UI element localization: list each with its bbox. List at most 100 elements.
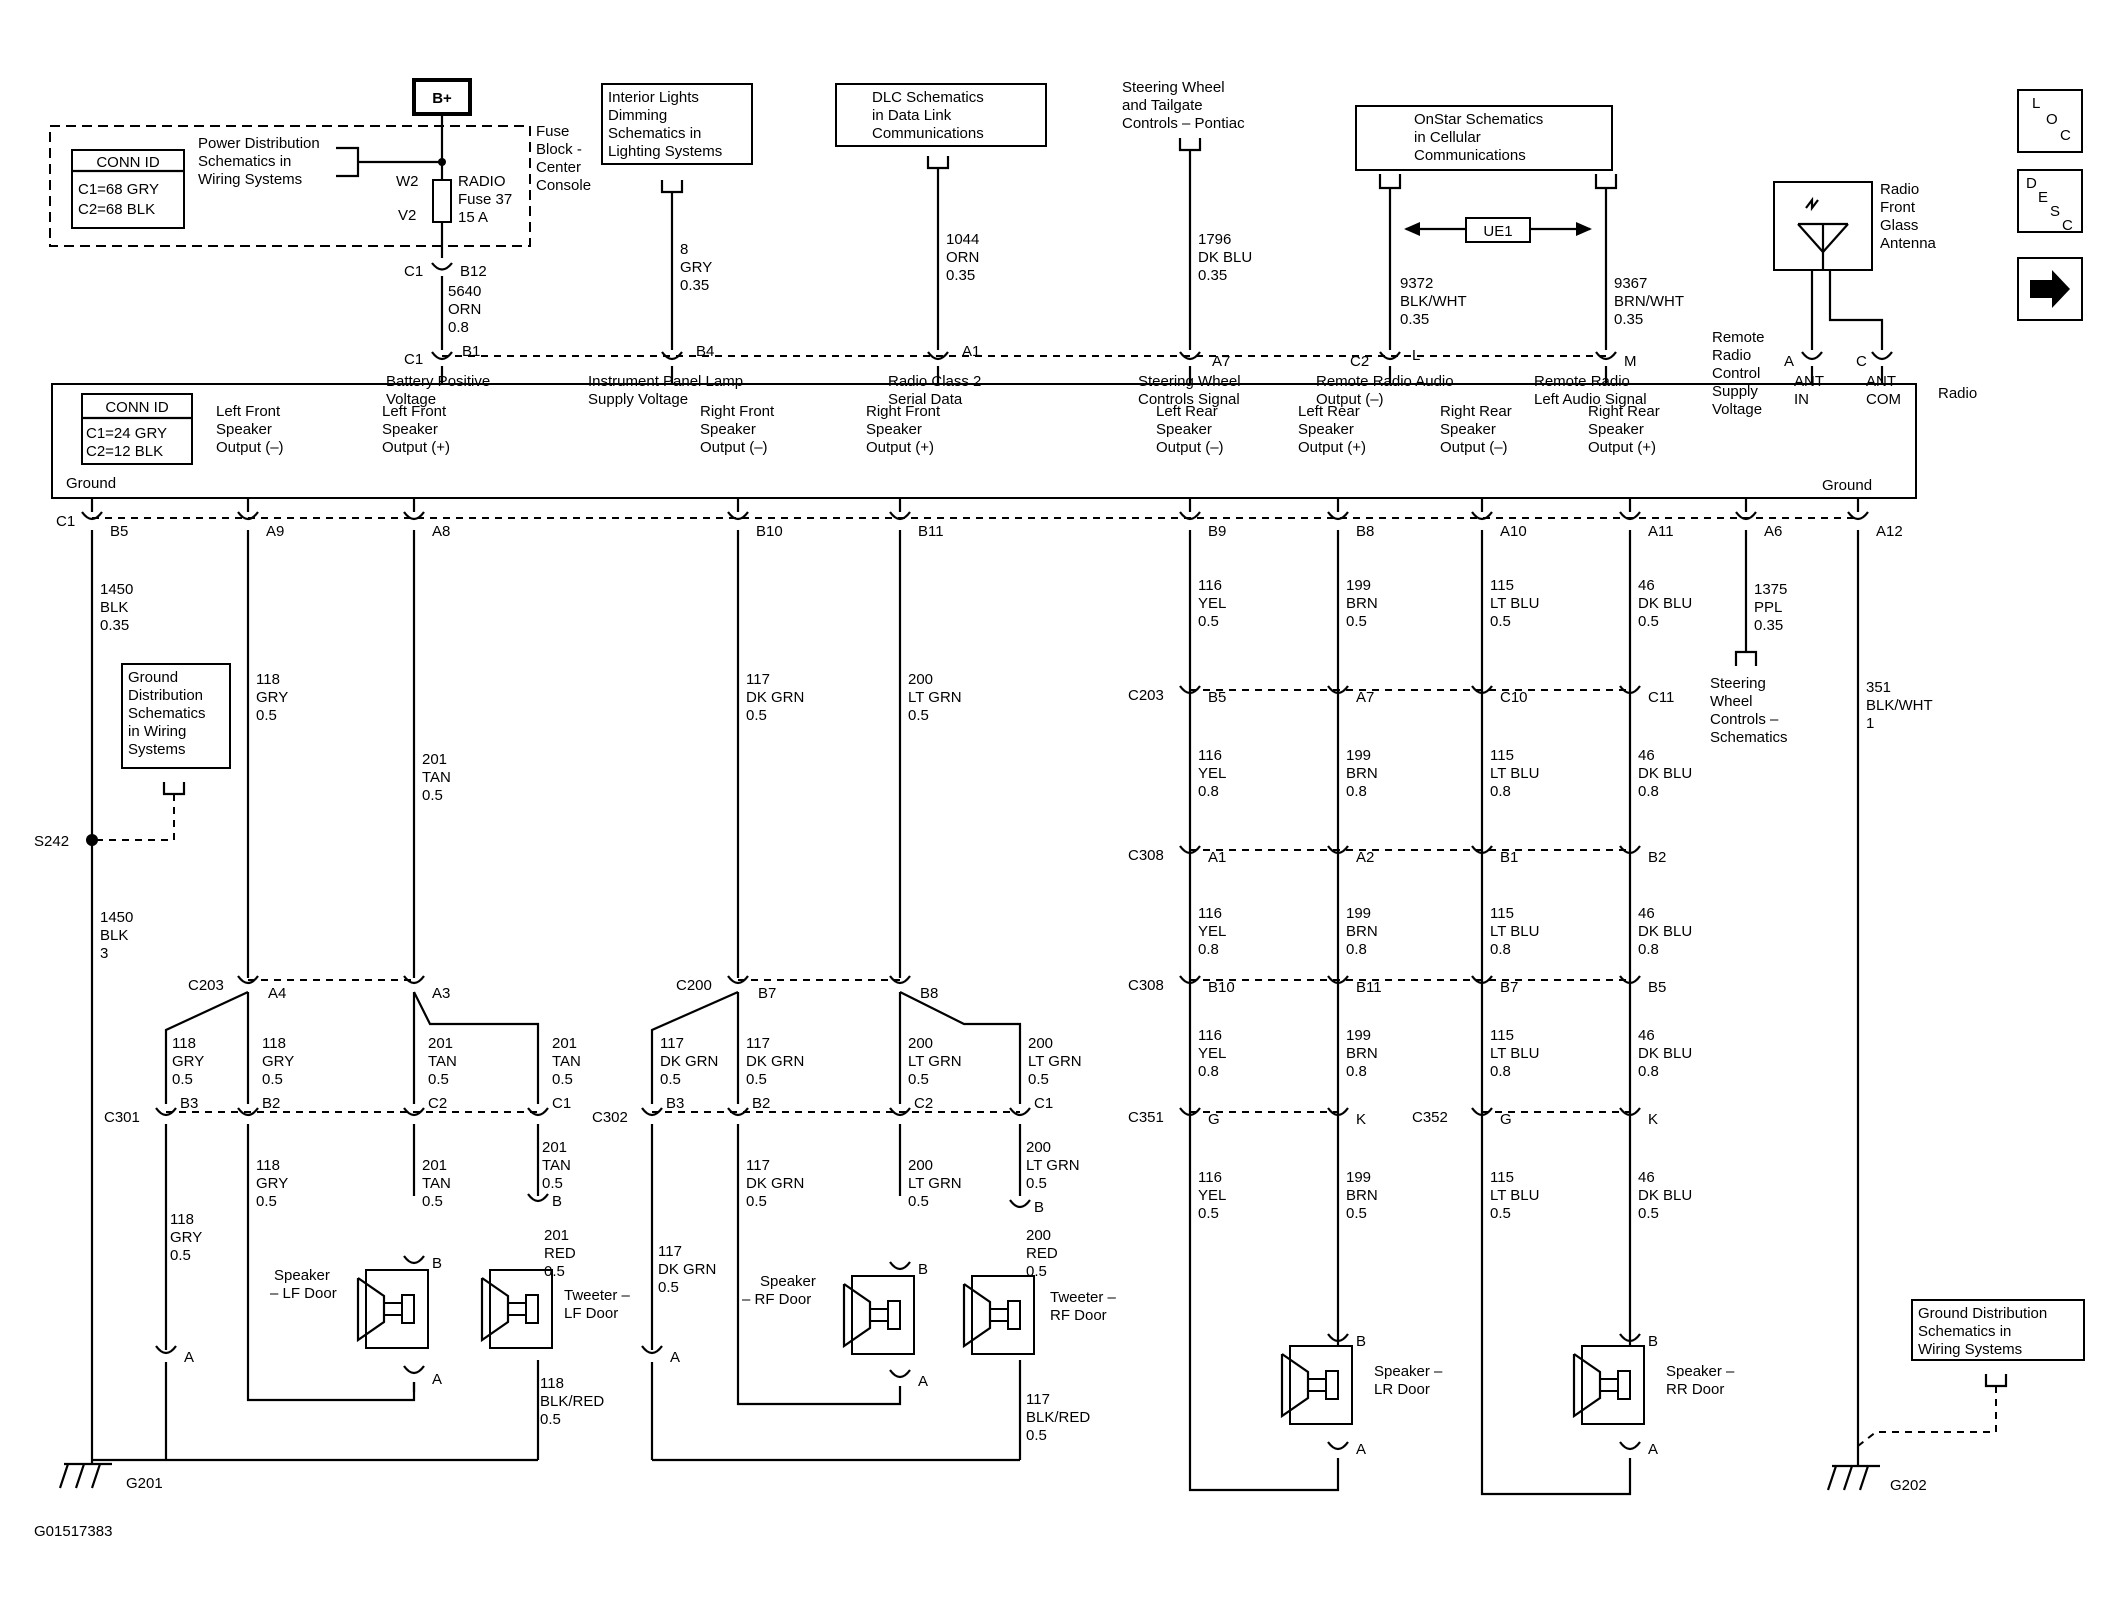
onstar-bracket-left xyxy=(1378,174,1402,190)
rear-wire-label-2-w1-2: LT BLU xyxy=(1490,595,1539,612)
fuse-block-3: Center xyxy=(536,159,581,176)
top-connector-5 xyxy=(1595,351,1617,361)
rf-minus-label-2: DK GRN xyxy=(746,689,804,706)
c301-connector-3 xyxy=(527,1107,549,1117)
rf-plus-branch xyxy=(899,991,1022,1104)
rf-low-label-2-1: 200 xyxy=(908,1157,933,1174)
rr-return-path xyxy=(1480,1346,1632,1496)
bottom-pin-3: B10 xyxy=(756,523,783,540)
steering-wire-1: 1796 xyxy=(1198,231,1231,248)
dlc-ref-1: DLC Schematics xyxy=(872,89,984,106)
speaker-lf-label-2: – LF Door xyxy=(270,1285,337,1302)
rf-low-label-2-2: LT GRN xyxy=(908,1175,962,1192)
front-ground-connector-0 xyxy=(155,1345,177,1355)
lf-mid-wire-1-1: 118 xyxy=(262,1035,286,1052)
lf-minus-label-1: 118 xyxy=(256,671,280,688)
desc-icon[interactable] xyxy=(2017,169,2083,233)
antenna-label-4: Antenna xyxy=(1880,235,1937,252)
rf-ground-a: A xyxy=(670,1349,680,1366)
rear-connector-0-0 xyxy=(1179,685,1201,695)
rear-wire-label-0-w5-1: 116 xyxy=(1198,1169,1222,1186)
loc-o: O xyxy=(2046,111,2058,128)
s242-label: S242 xyxy=(34,833,69,850)
c302-connector-3 xyxy=(1009,1107,1031,1117)
rf-mid-wire-2-1: 200 xyxy=(908,1035,933,1052)
rear-wire-label-1-w5-3: 0.5 xyxy=(1346,1205,1367,1222)
c302-label: C302 xyxy=(592,1109,628,1126)
bottom-connector-4 xyxy=(889,511,911,521)
rear-wire-label-3-w5-3: 0.5 xyxy=(1638,1205,1659,1222)
c301-pin-3: C1 xyxy=(552,1095,571,1112)
rear-wire-label-0-w3-3: 0.8 xyxy=(1198,941,1219,958)
loc-icon[interactable] xyxy=(2017,89,2083,153)
radio-l: L xyxy=(1412,347,1420,364)
bottom-pin-8: A11 xyxy=(1648,523,1674,540)
radio-function-6-line-1: Serial Data xyxy=(888,391,963,408)
rear-wire-label-3-w5-2: DK BLU xyxy=(1638,1187,1692,1204)
rf-mid-wire-3-2: LT GRN xyxy=(1028,1053,1082,1070)
top-connector-2 xyxy=(927,351,949,361)
fuse-block-4: Console xyxy=(536,177,591,194)
g201-label: G201 xyxy=(126,1475,163,1492)
bottom-connector-5 xyxy=(1179,511,1201,521)
c301-label: C301 xyxy=(104,1109,140,1126)
c200-label: C200 xyxy=(676,977,712,994)
onstar-left-wire-2: BLK/WHT xyxy=(1400,293,1467,310)
c203-pin-a4: A4 xyxy=(268,985,286,1002)
c301-connector-2 xyxy=(403,1107,425,1117)
lf-low-label-3-3: 0.5 xyxy=(542,1175,563,1192)
rear-wire-label-2-w2-3: 0.8 xyxy=(1490,783,1511,800)
rear-wire-label-0-w5-3: 0.5 xyxy=(1198,1205,1219,1222)
lg-ref-1: Ground xyxy=(128,669,178,686)
rear-wire-label-2-w4-3: 0.8 xyxy=(1490,1063,1511,1080)
dlc-ref-2: in Data Link xyxy=(872,107,952,124)
fuse-block-1: Fuse xyxy=(536,123,569,140)
rear-level-label-2: C308 xyxy=(1128,977,1164,994)
rear-connector-3-0 xyxy=(1179,1107,1201,1117)
radio-function-18-line-0: Ground xyxy=(1822,477,1872,494)
lr-speaker-b: B xyxy=(1356,1333,1366,1350)
rr-speaker-b: B xyxy=(1648,1333,1658,1350)
lf-mid-wire-0-3: 0.5 xyxy=(172,1071,193,1088)
rear-wire-label-1-w4-1: 199 xyxy=(1346,1027,1371,1044)
top-connector-4 xyxy=(1379,351,1401,361)
c301-pin-0: B3 xyxy=(180,1095,198,1112)
radio-function-2-line-1: Voltage xyxy=(386,391,436,408)
lf-ground-a: A xyxy=(184,1349,194,1366)
bottom-pin-5: B9 xyxy=(1208,523,1226,540)
rf-speaker-b: B xyxy=(918,1261,928,1278)
radio-function-15-line-3: Supply xyxy=(1712,383,1758,400)
rf-mid-wire-1-2: DK GRN xyxy=(746,1053,804,1070)
w2-label: W2 xyxy=(396,173,419,190)
rear-wire-label-2-w4-1: 115 xyxy=(1490,1027,1514,1044)
rear-wire-label-0-w2-1: 116 xyxy=(1198,747,1222,764)
fuse-line-1: RADIO xyxy=(458,173,506,190)
rg-ref-3: Wiring Systems xyxy=(1918,1341,2022,1358)
rf-low-label-0-3: 0.5 xyxy=(658,1279,679,1296)
top-connector-3 xyxy=(1179,351,1201,361)
radio-function-7-line-2: Output (+) xyxy=(866,439,934,456)
speaker-rf-label-2: – RF Door xyxy=(742,1291,811,1308)
lf-low-label-1-3: 0.5 xyxy=(256,1193,277,1210)
front-upper-connector-2 xyxy=(727,975,749,985)
speaker-rf-label-1: Speaker xyxy=(760,1273,816,1290)
c1-b12-connector xyxy=(431,262,453,271)
tweeter-rf-label-2: RF Door xyxy=(1050,1307,1107,1324)
radio-function-16-line-1: IN xyxy=(1794,391,1809,408)
rf-low-label-0-1: 117 xyxy=(658,1243,682,1260)
rear-connector-1-2 xyxy=(1471,845,1493,855)
rear-connector-2-2 xyxy=(1471,975,1493,985)
rf-low-label-1-1: 117 xyxy=(746,1157,770,1174)
onstar-ref-2: in Cellular xyxy=(1414,129,1481,146)
rf-mid-wire-0-1: 117 xyxy=(660,1035,684,1052)
lf-tw-red-1: 201 xyxy=(544,1227,569,1244)
radio-function-5-line-0: Right Front xyxy=(700,403,775,420)
bottom-pin-9: A6 xyxy=(1764,523,1782,540)
lf-low-label-1-1: 118 xyxy=(256,1157,280,1174)
rear-wire-label-3-w4-1: 46 xyxy=(1638,1027,1655,1044)
lf-speaker-b: B xyxy=(432,1255,442,1272)
rf-mid-wire-1-3: 0.5 xyxy=(746,1071,767,1088)
ue1-label: UE1 xyxy=(1483,223,1512,240)
fuse-37 xyxy=(432,179,452,223)
